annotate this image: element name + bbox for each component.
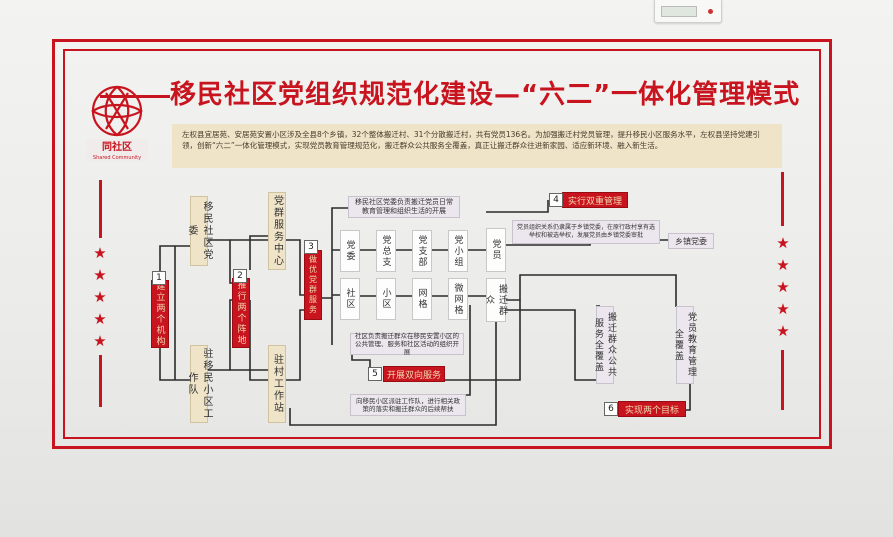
star-icon: ★ [93,266,107,284]
node-two-positions: 推行两个阵地 [232,278,250,348]
node-two-goals: 实现两个目标 [618,401,686,417]
node-district-label: 小区 [380,288,391,310]
node-edu-management-label: 党员教育管理全覆盖 [673,312,696,378]
left-rail-bottom [99,355,102,407]
node-branch-label: 党支部 [416,234,427,268]
node-village-station: 驻村工作站 [268,345,286,423]
node-general-branch: 党总支 [376,230,396,272]
node-micro-grid: 微网格 [448,278,468,320]
node-member-label: 党员 [490,239,501,261]
node-grid-label: 网格 [416,288,427,310]
page-title: 移民社区党组织规范化建设—“六二”一体化管理模式 [170,80,801,110]
star-icon: ★ [776,322,790,340]
community-logo: 同社区 Shared Community [86,85,148,161]
star-icon: ★ [93,244,107,262]
node-service-center: 党群服务中心 [268,192,286,270]
note-bottom: 向移民小区派驻工作队，进行相关政策的落实和搬迁群众的后续帮扶 [350,394,466,416]
node-public-service-label: 搬迁群众公共服务全覆盖 [593,312,616,378]
node-committee: 移民社区党委 [186,196,212,266]
node-optimize-service-label: 做优党群服务 [308,255,318,315]
wall-control-panel [654,0,722,23]
step-number-3: 3 [304,240,318,254]
note-right-text: 党员组织关系仍隶属于乡镇党委，在原行政村享有选举权和被选举权，发展党员由乡镇党委… [516,224,655,239]
node-group-label: 党小组 [452,234,463,268]
node-dual-management-label: 实行双重管理 [567,196,622,207]
outer-frame [52,39,832,449]
step-number-6: 6 [604,402,618,416]
node-relocated: 搬迁群众 [484,278,507,322]
step-number-1: 1 [152,271,166,285]
node-grid: 网格 [412,278,432,320]
logo-name: 同社区 [102,140,132,153]
star-icon: ★ [776,278,790,296]
node-village-station-label: 驻村工作站 [271,354,283,414]
note-bottom-mid-text: 社区负责搬迁群众在移民安置小区的公共管理、服务和社区活动的组织开展 [355,332,459,356]
step-number-5: 5 [368,367,382,381]
node-township: 乡镇党委 [668,233,714,249]
title-rule [100,95,170,98]
node-public-service: 搬迁群众公共服务全覆盖 [593,306,616,384]
star-icon: ★ [93,288,107,306]
note-right: 党员组织关系仍隶属于乡镇党委，在原行政村享有选举权和被选举权，发展党员由乡镇党委… [512,220,660,244]
star-icon: ★ [776,300,790,318]
node-party-committee: 党委 [340,230,360,272]
intro-text: 左权县宜居苑、安居苑安置小区涉及全县8个乡镇，32个整体搬迁村、31个分散搬迁村… [172,124,782,168]
logo-sub: Shared Community [93,155,141,161]
node-branch: 党支部 [412,230,432,272]
star-icon: ★ [776,256,790,274]
node-member: 党员 [486,228,506,272]
node-edu-management: 党员教育管理全覆盖 [673,306,696,384]
note-bottom-mid: 社区负责搬迁群众在移民安置小区的公共管理、服务和社区活动的组织开展 [350,332,464,356]
node-service-center-label: 党群服务中心 [271,195,283,267]
node-workteam-label: 驻移民小区工作队 [186,348,212,420]
node-two-positions-label: 推行两个阵地 [235,280,246,346]
node-two-way-service-label: 开展双向服务 [386,370,441,381]
inner-frame [63,49,821,439]
node-party-committee-label: 党委 [344,240,355,262]
left-rail-top [99,180,102,238]
node-workteam: 驻移民小区工作队 [186,345,212,423]
node-two-way-service: 开展双向服务 [383,366,445,382]
node-dual-management: 实行双重管理 [562,192,628,208]
note-top: 移民社区党委负责搬迁党员日常教育管理和组织生活的开展 [348,196,460,218]
right-rail-bottom [781,350,784,410]
node-micro-grid-label: 微网格 [452,282,463,316]
node-general-branch-label: 党总支 [380,234,391,268]
node-community: 社区 [340,278,360,320]
note-bottom-text: 向移民小区派驻工作队，进行相关政策的落实和搬迁群众的后续帮扶 [356,397,460,413]
node-township-label: 乡镇党委 [675,236,707,246]
star-icon: ★ [93,332,107,350]
node-build-two-bodies-label: 建立两个机构 [154,281,165,347]
note-top-text: 移民社区党委负责搬迁党员日常教育管理和组织生活的开展 [355,198,453,215]
node-two-goals-label: 实现两个目标 [624,405,679,416]
node-district: 小区 [376,278,396,320]
node-group: 党小组 [448,230,468,272]
node-relocated-label: 搬迁群众 [484,283,507,317]
right-rail-top [781,172,784,226]
node-committee-label: 移民社区党委 [186,201,212,261]
step-number-2: 2 [233,269,247,283]
node-optimize-service: 做优党群服务 [304,250,322,320]
node-community-label: 社区 [344,288,355,310]
step-number-4: 4 [549,193,563,207]
star-icon: ★ [776,234,790,252]
star-icon: ★ [93,310,107,328]
node-build-two-bodies: 建立两个机构 [151,280,169,348]
